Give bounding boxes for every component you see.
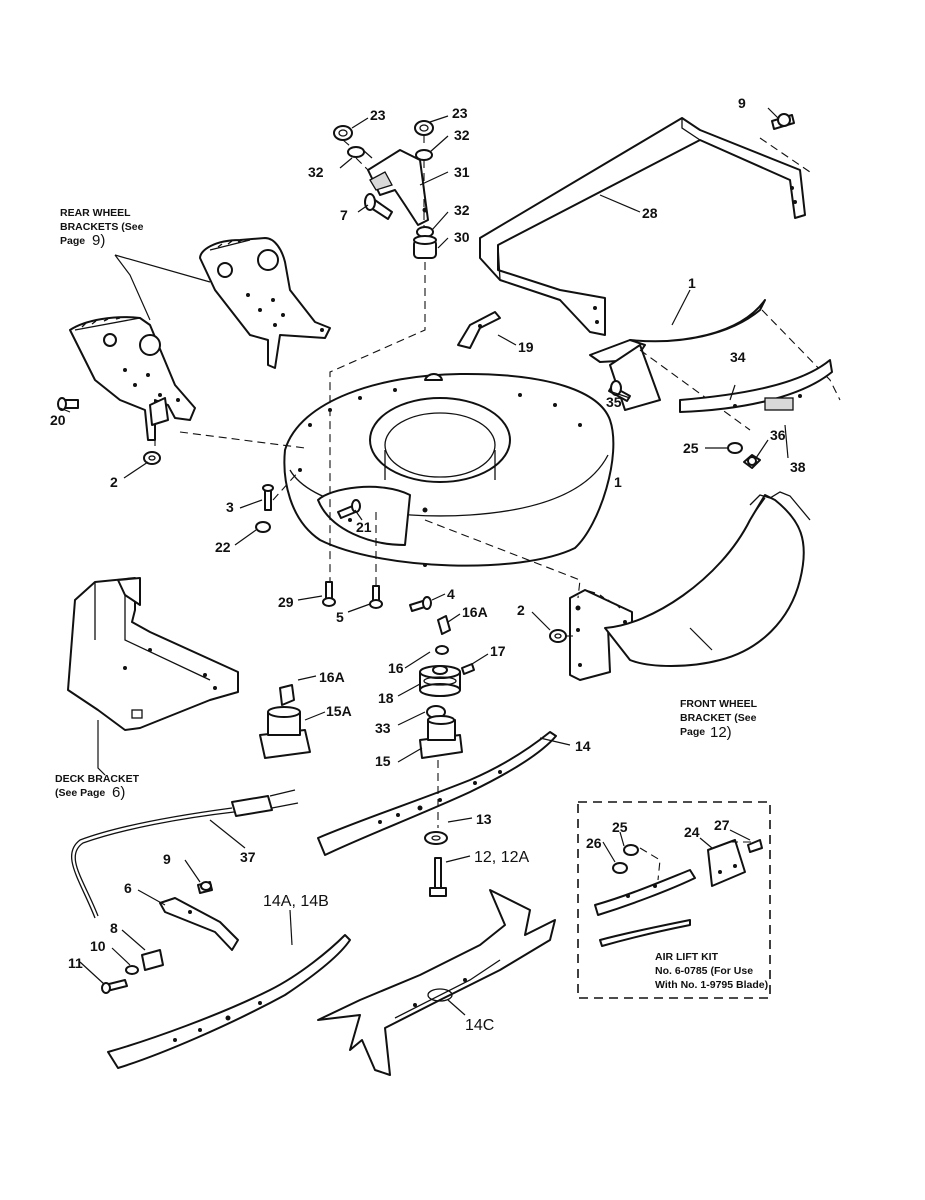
callout-36: 36 [770,427,786,443]
callout-32: 32 [454,127,470,143]
rear-wheel-bracket-upper [199,237,331,369]
caption-line: AIR LIFT KIT [655,951,719,963]
callout-25: 25 [612,819,628,835]
leader-lines [59,107,789,1016]
lift-cable-37 [70,789,299,919]
callout-29: 29 [278,594,294,610]
callout-24: 24 [684,824,700,840]
bracket-19 [457,311,501,349]
callout-28: 28 [642,205,658,221]
caption-line: (See Page [55,787,105,799]
callout-22: 22 [215,539,231,555]
caption-page-number: 9) [92,232,105,249]
caption-rear-wheel-brackets: REAR WHEEL BRACKETS (See Page 9) [60,207,144,249]
callout-25: 25 [683,440,699,456]
chute-hardware [608,380,761,469]
callout-19: 19 [518,339,534,355]
caption-page-number: 12) [710,724,732,741]
callout-20: 20 [50,412,66,428]
callout-3: 3 [226,499,234,515]
callout-33: 33 [375,720,391,736]
callout-11: 11 [68,955,83,971]
caption-line: No. 6-0785 (For Use [655,965,753,977]
callout-1: 1 [614,474,622,490]
callout-18: 18 [378,690,394,706]
blade-14 [317,731,557,856]
caption-page-number: 6) [112,784,125,801]
caption-line: FRONT WHEEL [680,698,758,710]
callout-13: 13 [476,811,492,827]
callout-23: 23 [452,105,468,121]
callout-35: 35 [606,394,622,410]
callout-6: 6 [124,880,132,896]
callout-5: 5 [336,609,344,625]
pivot-bracket-assembly [329,120,437,600]
callout-14A-14B: 14A, 14B [263,893,329,910]
callout-32: 32 [454,202,470,218]
callout-16A: 16A [319,669,345,685]
chute-guard-34 [679,359,833,413]
callout-14C: 14C [465,1017,494,1034]
caption-front-wheel-bracket: FRONT WHEEL BRACKET (See Page 12) [680,698,758,741]
callout-15: 15 [375,753,391,769]
blade-14C [317,889,556,1076]
callout-9: 9 [163,851,171,867]
callout-8: 8 [110,920,118,936]
caption-line: Page [680,726,705,738]
caption-line: BRACKET (See [680,712,757,724]
callout-37: 37 [240,849,256,865]
callout-27: 27 [714,817,730,833]
callout-31: 31 [454,164,470,180]
callout-4: 4 [447,586,455,602]
callout-17: 17 [490,643,506,659]
callout-7: 7 [340,207,348,223]
blade-14A-14B [107,934,351,1069]
callout-34: 34 [730,349,746,365]
callout-12-12A: 12, 12A [474,849,529,866]
callout-1: 1 [688,275,696,291]
caption-line: DECK BRACKET [55,773,140,785]
callout-2: 2 [517,602,525,618]
callout-9: 9 [738,95,746,111]
caption-line: Page [60,235,85,247]
rear-bracket-hardware [57,397,306,465]
callout-23: 23 [370,107,386,123]
callout-16: 16 [388,660,404,676]
deck-housing [283,372,615,567]
callout-30: 30 [454,229,470,245]
rear-baffle [479,113,811,336]
callout-15A: 15A [326,703,352,719]
deck-fasteners [255,469,432,612]
caption-air-lift-kit: AIR LIFT KIT No. 6-0785 (For Use With No… [655,951,768,991]
callout-26: 26 [586,835,602,851]
rear-wheel-bracket-lower [69,316,196,441]
caption-line: BRACKETS (See [60,221,144,233]
callout-14: 14 [575,738,591,754]
callout-21: 21 [356,519,372,535]
callout-2: 2 [110,474,118,490]
blade-bolt-washer [424,760,448,897]
blade-pulley-stack [419,615,475,759]
callout-10: 10 [90,938,106,954]
blade-adapter-15A [259,684,311,759]
air-lift-kit-box [577,801,771,999]
caption-line: With No. 1-9795 Blade) [655,979,768,991]
callout-32: 32 [308,164,324,180]
callout-16A: 16A [462,604,488,620]
callout-38: 38 [790,459,806,475]
deck-bracket [67,577,239,776]
callout-numbers: 23 23 32 32 31 7 32 30 9 28 1 19 20 2 35… [50,95,806,1034]
latch-assembly [101,881,239,994]
caption-line: REAR WHEEL [60,207,131,219]
front-wheel-bracket [424,491,811,681]
caption-deck-bracket: DECK BRACKET (See Page 6) [55,773,140,801]
